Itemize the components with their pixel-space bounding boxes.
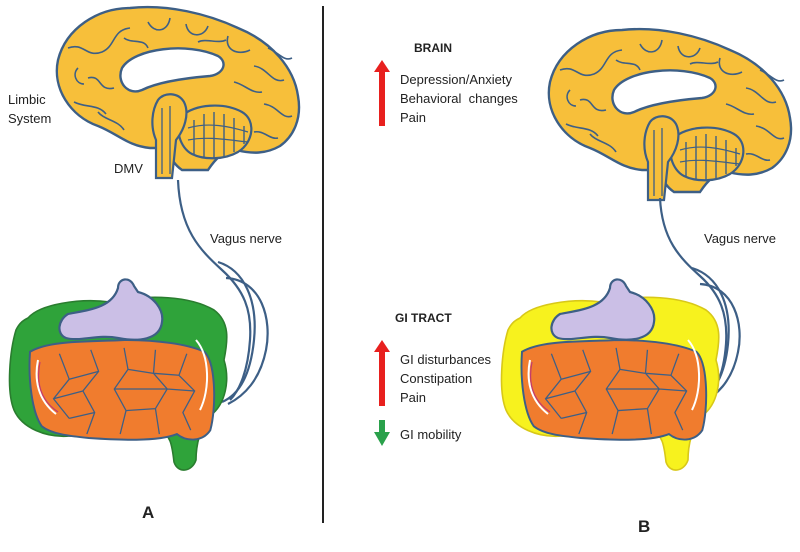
panel-b-letter: B: [638, 517, 650, 536]
gi-decreased-item-0: GI mobility: [400, 427, 462, 442]
brain-heading: BRAIN: [414, 41, 452, 55]
panel-a-dmv-label: DMV: [114, 161, 143, 176]
panel-b-brain: [547, 27, 793, 202]
gi-item-1: Constipation: [400, 371, 472, 386]
panel-a-limbic-line1: Limbic: [8, 92, 46, 107]
panel-a-vagus-label: Vagus nerve: [210, 231, 282, 246]
panel-b-vagus-label: Vagus nerve: [704, 231, 776, 246]
panel-a-brain: [55, 5, 301, 180]
panel-a-vagus-nerve: [176, 179, 269, 405]
gi-item-2: Pain: [400, 390, 426, 405]
panel-a-gi-tract: [8, 278, 228, 471]
brain-item-2: Pain: [400, 110, 426, 125]
gi-down-arrow: [374, 420, 390, 446]
gi-tract-heading: GI TRACT: [395, 311, 452, 325]
panel-b-gi-tract: [500, 278, 720, 471]
brain-up-arrow: [374, 60, 390, 126]
gi-item-0: GI disturbances: [400, 352, 492, 367]
brain-item-1: Behavioral changes: [400, 91, 518, 106]
brain-item-0: Depression/Anxiety: [400, 72, 512, 87]
panel-a-letter: A: [142, 503, 154, 522]
gi-up-arrow: [374, 340, 390, 406]
panel-a-limbic-line2: System: [8, 111, 51, 126]
